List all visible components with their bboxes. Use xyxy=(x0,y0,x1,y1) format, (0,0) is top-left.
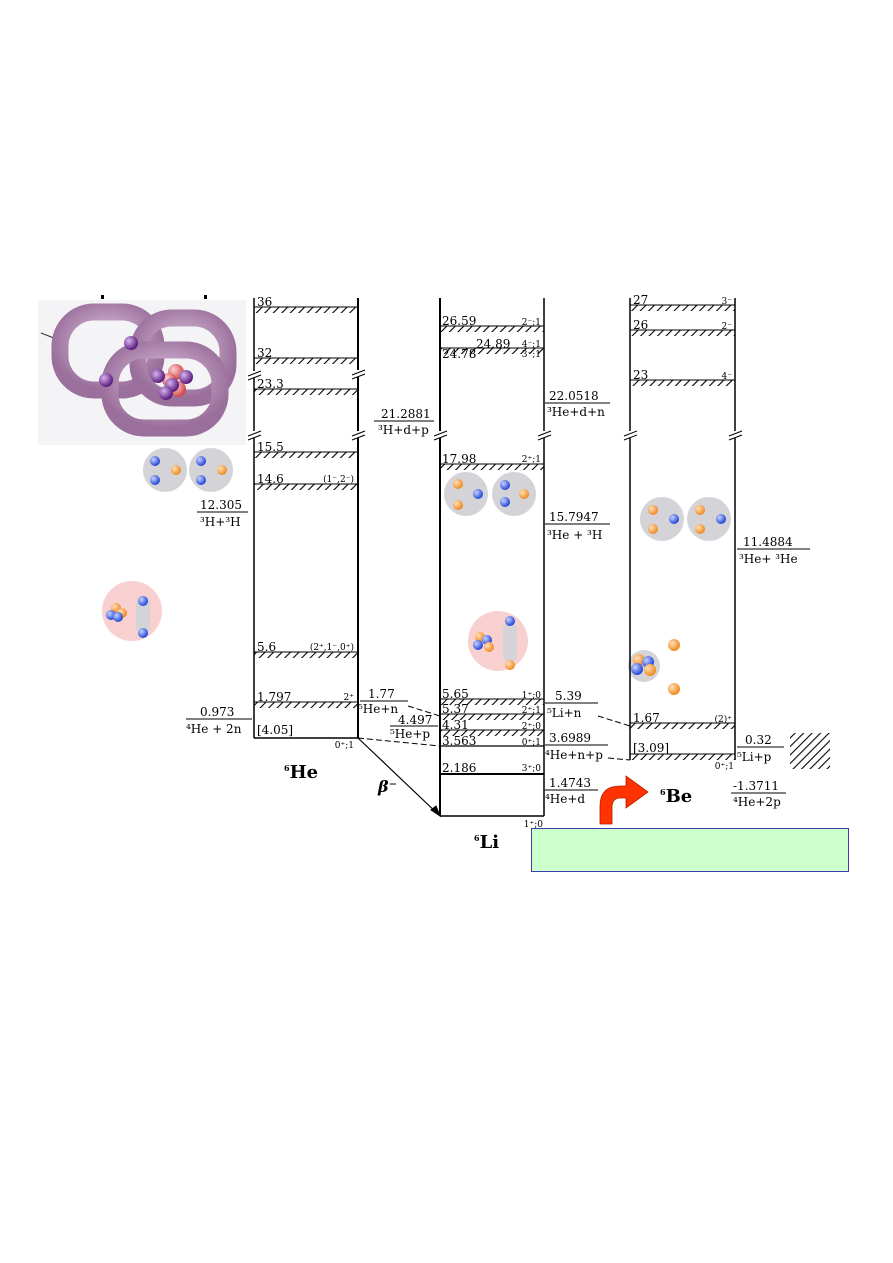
be6-level-column: 27 3⁻ 26 2⁻ 23 4⁻ 1.67 (2)⁺ [3.09] 0⁺;1 … xyxy=(623,293,810,809)
be6-level-spin: (2)⁺ xyxy=(715,714,733,725)
li6-level-energy: 4.31 xyxy=(442,718,469,732)
li6-level-energy: 3.563 xyxy=(442,734,476,748)
curved-arrow-icon xyxy=(599,775,649,825)
li6-level-spin: 2⁻;1 xyxy=(522,318,541,328)
hatch-legend-icon xyxy=(790,733,830,769)
he6-level-energy: 14.6 xyxy=(257,472,284,486)
he6-threshold-value: 12.305 xyxy=(200,498,242,512)
be6-ground-spin: 0⁺;1 xyxy=(715,762,734,772)
he6-level-energy: 5.6 xyxy=(257,640,276,654)
li6-threshold-channel: ³He + ³H xyxy=(547,528,602,542)
he6-level-energy: 32 xyxy=(257,346,272,360)
be6-threshold-value: 11.4884 xyxy=(743,535,793,549)
be6-level-spin: 4⁻ xyxy=(722,372,733,382)
be6-threshold-value: -1.3711 xyxy=(733,779,779,793)
be6-level-energy: 23 xyxy=(633,368,648,382)
li6-threshold-channel: ⁴He+n+p xyxy=(545,748,603,762)
legend-box xyxy=(531,828,849,872)
torus-model-icon xyxy=(38,300,246,445)
nucleon-cluster-icon xyxy=(628,639,680,695)
li6-threshold-value: 1.4743 xyxy=(549,776,591,790)
be6-level-energy: 26 xyxy=(633,318,648,332)
transition-lines xyxy=(357,705,631,818)
li6-ground-spin: 1⁺;0 xyxy=(524,820,544,830)
li6-level-energy: 26.59 xyxy=(442,314,476,328)
li6-level-energy: 24.78 xyxy=(442,347,476,361)
he6-threshold-channel: ⁴He + 2n xyxy=(186,722,242,736)
li6-level-energy: 5.65 xyxy=(442,687,469,701)
li6-level-spin: 0⁺;1 xyxy=(522,738,541,748)
li6-nucleus-label: 6Li xyxy=(474,832,499,853)
be6-threshold-channel: ³He+ ³He xyxy=(739,552,798,566)
nucleon-cluster-icon xyxy=(640,497,731,541)
beta-decay-label: β⁻ xyxy=(377,777,397,796)
li6-threshold-value: 15.7947 xyxy=(549,510,599,524)
li6-level-energy: 2.186 xyxy=(442,761,476,775)
li6-level-energy: 5.37 xyxy=(442,702,469,716)
he6-level-energy: [4.05] xyxy=(257,723,293,737)
li6-threshold-channel: ⁵He+p xyxy=(390,727,430,741)
li6-level-spin: 3⁺;0 xyxy=(522,764,542,774)
li6-threshold-value: 1.77 xyxy=(368,687,395,701)
li6-level-spin: 2⁺;1 xyxy=(522,706,541,716)
li6-level-column: 26.59 2⁻;1 24.89 4⁻;1 24.78 3⁻;1 17.98 2… xyxy=(358,298,610,853)
nucleon-cluster-icon xyxy=(102,581,162,641)
nucleon-cluster-icon xyxy=(468,611,528,671)
li6-level-spin: 2⁺;1 xyxy=(522,455,541,465)
li6-threshold-channel: ⁵Li+n xyxy=(547,706,582,720)
be6-level-energy: 27 xyxy=(633,293,648,307)
be6-level-energy: 1.67 xyxy=(633,711,660,725)
be6-level-energy: [3.09] xyxy=(633,741,669,755)
li6-threshold-channel: ⁴He+d xyxy=(545,792,585,806)
be6-level-spin: 2⁻ xyxy=(722,322,733,332)
li6-threshold-value: 5.39 xyxy=(555,689,582,703)
li6-level-spin: 3⁻;1 xyxy=(522,350,541,360)
he6-level-spin: 2⁺ xyxy=(344,693,355,703)
li6-level-energy: 24.89 xyxy=(476,337,510,351)
be6-level-spin: 3⁻ xyxy=(722,297,733,307)
be6-nucleus-label: 6Be xyxy=(660,786,692,807)
he6-level-energy: 1.797 xyxy=(257,690,291,704)
be6-threshold-value: 0.32 xyxy=(745,733,772,747)
nucleon-cluster-icon xyxy=(444,472,536,516)
be6-threshold-channel: ⁴He+2p xyxy=(733,795,781,809)
he6-level-spin: (1⁻,2⁻) xyxy=(323,474,354,485)
he6-threshold-value: 0.973 xyxy=(200,705,234,719)
li6-level-spin: 1⁺;0 xyxy=(522,691,542,701)
he6-level-energy: 36 xyxy=(257,295,272,309)
he6-nucleus-label: 6He xyxy=(284,762,318,783)
he6-level-column: 36 32 23.3 15.5 14.6 (1⁻,2⁻) 5.6 (2⁺,1⁻,… xyxy=(186,295,366,783)
nucleon-cluster-icon xyxy=(143,448,233,492)
li6-level-spin: 2⁺;0 xyxy=(522,722,542,732)
be6-threshold-channel: ⁵Li+p xyxy=(737,750,772,764)
li6-threshold-channel: ³He+d+n xyxy=(547,405,605,419)
li6-threshold-channel: ³H+d+p xyxy=(378,423,429,437)
li6-threshold-value: 22.0518 xyxy=(549,389,599,403)
li6-threshold-value: 3.6989 xyxy=(549,731,591,745)
he6-level-spin: (2⁺,1⁻,0⁺) xyxy=(310,642,354,653)
li6-level-energy: 17.98 xyxy=(442,452,476,466)
he6-level-energy: 23.3 xyxy=(257,377,284,391)
li6-threshold-value: 4.497 xyxy=(398,713,432,727)
he6-threshold-channel: ³H+³H xyxy=(200,515,241,529)
he6-level-energy: 15.5 xyxy=(257,440,284,454)
li6-threshold-value: 21.2881 xyxy=(381,407,431,421)
he6-ground-spin: 0⁺;1 xyxy=(335,741,354,751)
li6-threshold-channel: ⁵He+n xyxy=(358,702,398,716)
li6-level-spin: 4⁻;1 xyxy=(522,340,541,350)
